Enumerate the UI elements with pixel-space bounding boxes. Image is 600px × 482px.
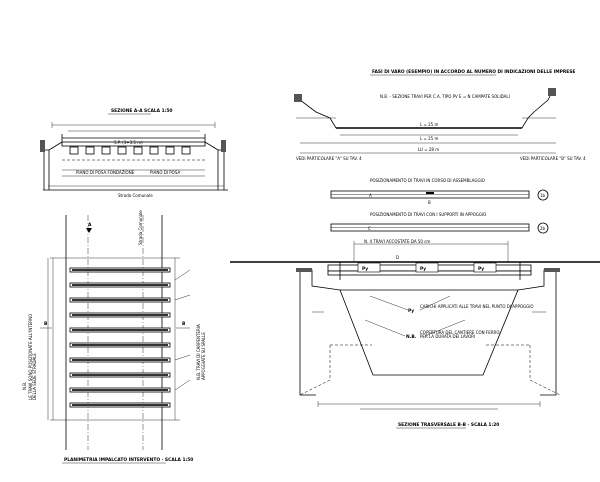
section-a-a-title: SEZIONE A-A SCALA 1:50 xyxy=(111,108,173,114)
plan-title: PLANIMETRIA IMPALCATO INTERVENTO - SCALA… xyxy=(64,457,193,463)
strada-label: Strada Comunale xyxy=(118,193,153,198)
section-a-a: SEZIONE A-A SCALA 1:50 S.P. (3+3.5 m) PI xyxy=(40,108,228,198)
py-note: CARICHI APPLICATI ALLE TRAVI NEL PUNTO D… xyxy=(420,304,534,309)
svg-text:N. 4 TRAVI ACCOSTATE DA 50 cm: N. 4 TRAVI ACCOSTATE DA 50 cm xyxy=(364,239,430,244)
detail-b: VEDI PARTICOLARE "B" SU TAV. 4 xyxy=(520,156,586,161)
svg-text:LE TRAVI SONO POSIZIONATE ALL': LE TRAVI SONO POSIZIONATE ALL'INTERNO xyxy=(28,314,33,400)
beam-mid-note: POSIZIONAMENTO DI TRAVI CON I SUPPORTI I… xyxy=(370,212,486,217)
sp-label: S.P. (3+3.5 m) xyxy=(114,140,143,145)
svg-text:PIANO DI POSA: PIANO DI POSA xyxy=(150,170,180,175)
svg-text:PIANO DI POSA FONDAZIONE: PIANO DI POSA FONDAZIONE xyxy=(76,170,135,175)
nb-center: N.B. xyxy=(406,334,417,340)
svg-text:COPERTURA DEL CANTIERE CON FER: COPERTURA DEL CANTIERE CON FERRO xyxy=(420,330,499,335)
svg-text:APPOGGIATE SU SPALLE: APPOGGIATE SU SPALLE xyxy=(201,332,206,380)
dim-mid: L = 25 m xyxy=(420,136,438,141)
right-nb-title: N.B. - SEZIONE TRAVI PER C.A. TIPO PV E … xyxy=(380,94,510,99)
plan-note-left: N.B. xyxy=(22,382,27,390)
py-label-2: Py xyxy=(420,266,426,272)
svg-text:N.B. TRAVI DI CARPENTERIA: N.B. TRAVI DI CARPENTERIA xyxy=(196,324,201,380)
dim-total: LU = 28 m xyxy=(418,147,439,152)
py-label-1: Py xyxy=(362,266,368,272)
section-b-marker-right: B xyxy=(182,321,186,327)
section-b-marker-left: B xyxy=(44,321,48,327)
tag-c: C xyxy=(368,226,371,231)
beam-top-note: POSIZIONAMENTO DI TRAVI IN CORSO DI ASSE… xyxy=(370,178,485,183)
circle-label-1: 1b xyxy=(540,193,546,198)
dim-top: L = 25 m xyxy=(420,122,438,127)
plan-road-label: Strada Comunale xyxy=(138,210,143,245)
py-label-3: Py xyxy=(478,266,484,272)
section-a-marker: A xyxy=(88,222,92,228)
tag-b: B xyxy=(428,200,431,205)
svg-text:PER LA DURATA DEI LAVORI: PER LA DURATA DEI LAVORI xyxy=(420,334,475,339)
beam-elevations: POSIZIONAMENTO DI TRAVI IN CORSO DI ASSE… xyxy=(330,178,549,234)
plan-view: Strada Comunale A B B N.B. LE TRAVI SONO… xyxy=(22,210,206,464)
circle-label-2: 2b xyxy=(540,226,546,231)
plan-beams xyxy=(69,267,171,408)
tag-a: A xyxy=(369,193,372,198)
section-b-b-title: SEZIONE TRASVERSALE B-B - SCALA 1:20 xyxy=(398,422,499,428)
section-b-b: N. 4 TRAVI ACCOSTATE DA 50 cm Py Py Py D… xyxy=(230,239,600,429)
tag-d: D xyxy=(396,255,399,260)
right-top-title: FASI DI VARO (ESEMPIO) IN ACCORDO AL NUM… xyxy=(372,69,575,75)
girder-row xyxy=(69,146,191,155)
launch-phases: FASI DI VARO (ESEMPIO) IN ACCORDO AL NUM… xyxy=(294,69,586,161)
svg-text:DELLA SEDE STRADALE: DELLA SEDE STRADALE xyxy=(32,353,37,400)
detail-a: VEDI PARTICOLARE "A" SU TAV. 4 xyxy=(296,156,362,161)
py-center-label: Py xyxy=(408,308,414,314)
